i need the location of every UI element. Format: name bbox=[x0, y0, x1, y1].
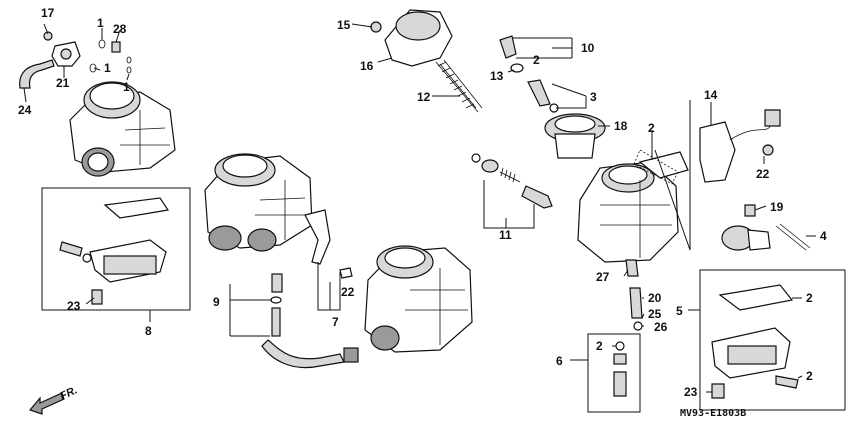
carburetor-rear-left bbox=[204, 153, 331, 265]
callout-2b: 2 bbox=[648, 121, 655, 135]
callout-1c: 1 bbox=[123, 80, 130, 94]
callout-22b: 22 bbox=[756, 167, 770, 181]
callout-19: 19 bbox=[770, 200, 784, 214]
carburetor-front-right bbox=[339, 245, 473, 353]
callout-25: 25 bbox=[648, 307, 662, 321]
callout-18: 18 bbox=[614, 119, 628, 133]
needle-jet-holder-part-10 bbox=[499, 35, 559, 113]
callout-12: 12 bbox=[417, 90, 431, 104]
leader-lines bbox=[23, 23, 816, 393]
callout-2d: 2 bbox=[806, 291, 813, 305]
diagram-code: MV93-E1803B bbox=[680, 408, 746, 419]
float-bowl-kit-box-8 bbox=[41, 187, 191, 311]
callout-20: 20 bbox=[648, 291, 662, 305]
callout-8: 8 bbox=[145, 324, 152, 338]
callout-3: 3 bbox=[590, 90, 597, 104]
fuel-joint-part-21 bbox=[43, 31, 81, 67]
callout-9: 9 bbox=[213, 295, 220, 309]
pilot-screw-set-part-11 bbox=[471, 153, 553, 229]
front-direction-arrow-icon bbox=[28, 392, 65, 415]
callout-13: 13 bbox=[490, 69, 504, 83]
small-fasteners bbox=[89, 39, 132, 74]
main-jet-set-box-6 bbox=[587, 259, 643, 413]
spring-part-12 bbox=[435, 59, 483, 113]
callout-27: 27 bbox=[596, 270, 610, 284]
callout-4: 4 bbox=[820, 229, 827, 243]
callout-23a: 23 bbox=[67, 299, 81, 313]
hose-part-24 bbox=[19, 59, 55, 89]
callout-2c: 2 bbox=[596, 339, 603, 353]
callout-15: 15 bbox=[337, 18, 351, 32]
piston-diaphragm-part-18 bbox=[544, 113, 606, 159]
gasket-parts bbox=[633, 149, 679, 185]
callout-1a: 1 bbox=[97, 16, 104, 30]
callout-10: 10 bbox=[581, 41, 595, 55]
callout-11: 11 bbox=[499, 228, 512, 242]
callout-1b: 1 bbox=[104, 61, 111, 75]
carburetor-rear-right bbox=[577, 100, 691, 263]
callout-22a: 22 bbox=[341, 285, 355, 299]
callout-26: 26 bbox=[654, 320, 668, 334]
callout-7: 7 bbox=[332, 315, 339, 329]
callout-24: 24 bbox=[18, 103, 32, 117]
float-bowl-kit-box-5 bbox=[699, 269, 846, 411]
callout-14: 14 bbox=[704, 88, 718, 102]
throttle-cable-part-9 bbox=[229, 273, 359, 369]
choke-link-part-4 bbox=[721, 204, 811, 251]
callout-17: 17 bbox=[41, 6, 55, 20]
callout-labels: 17 1 28 1 1 21 24 23 8 9 22 7 15 16 12 2… bbox=[18, 6, 827, 399]
carburetor-front-left bbox=[69, 81, 176, 177]
callout-28: 28 bbox=[113, 22, 127, 36]
callout-23b: 23 bbox=[684, 385, 698, 399]
callout-21: 21 bbox=[56, 76, 70, 90]
callout-16: 16 bbox=[360, 59, 374, 73]
callout-2e: 2 bbox=[806, 369, 813, 383]
callout-5: 5 bbox=[676, 304, 683, 318]
front-direction-label: FR. bbox=[58, 384, 79, 402]
vacuum-chamber-cover-part-16 bbox=[370, 9, 453, 67]
throttle-position-sensor-part-14 bbox=[699, 109, 781, 183]
callout-2a: 2 bbox=[533, 53, 540, 67]
callout-6: 6 bbox=[556, 354, 563, 368]
